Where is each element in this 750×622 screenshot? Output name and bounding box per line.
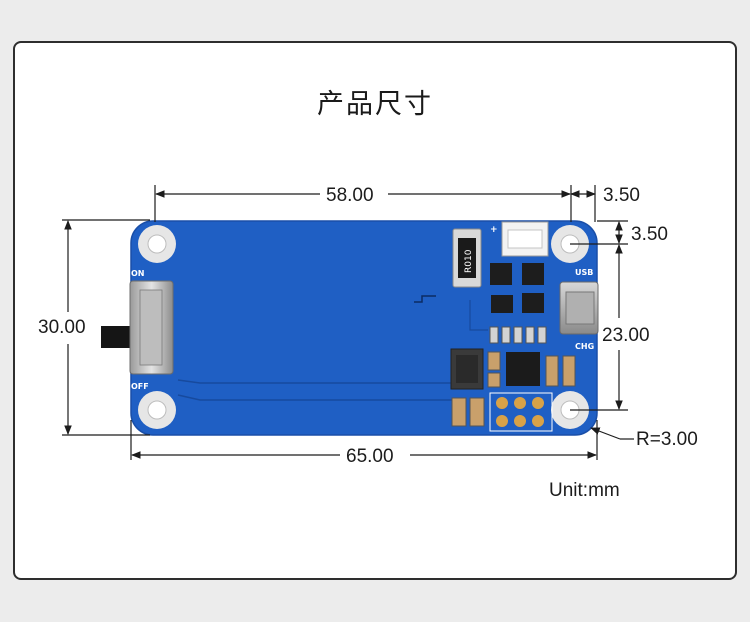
chg-label: CHG [575,342,594,351]
dim-hole-spacing-y: 23.00 [602,325,650,346]
led-array [489,392,553,432]
resistor-label: R010 [464,249,474,273]
off-label: OFF [131,382,149,391]
dim-corner-radius: R=3.00 [636,429,698,450]
mounting-hole-top-left [138,225,176,263]
usb-label: USB [575,268,593,277]
dim-width-total: 65.00 [346,446,394,467]
dim-hole-offset-x: 3.50 [603,185,640,206]
page-title: 产品尺寸 [317,89,433,120]
slide-switch [101,280,174,375]
dim-height-total: 30.00 [38,317,86,338]
shunt-resistor: R010 [452,228,482,288]
unit-label: Unit:mm [549,480,620,501]
mounting-hole-bottom-left [138,391,176,429]
dim-hole-offset-y: 3.50 [631,224,668,245]
on-label: ON [131,269,145,278]
battery-connector: + [490,221,549,257]
plus-label: + [490,225,498,235]
power-inductor [450,348,484,390]
smd-components [451,263,576,427]
dim-width-top: 58.00 [326,185,374,206]
micro-usb-port [559,281,599,335]
